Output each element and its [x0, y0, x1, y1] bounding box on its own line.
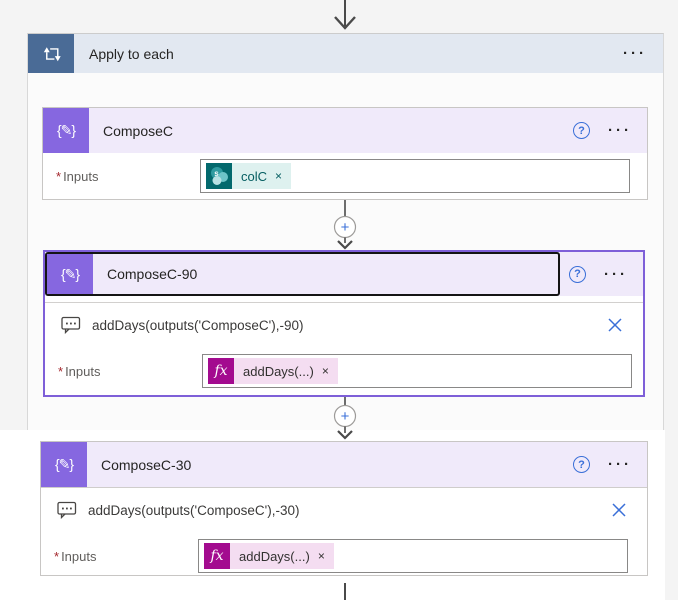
insert-step-connector: +: [333, 397, 357, 440]
required-asterisk: *: [54, 548, 60, 564]
compose-icon: {✎}: [41, 442, 87, 487]
action-header[interactable]: {✎} ComposeC-30 ? ···: [41, 442, 647, 488]
dynamic-content-token[interactable]: s colC ×: [206, 163, 292, 189]
inputs-field[interactable]: fx addDays(...) ×: [202, 354, 632, 388]
compose-icon: {✎}: [43, 108, 89, 153]
token-remove-icon[interactable]: ×: [275, 169, 283, 183]
expression-tooltip-row: addDays(outputs('ComposeC'),-30): [41, 488, 647, 532]
token-label: colC: [241, 168, 268, 184]
action-title: ComposeC: [103, 122, 174, 139]
expression-token[interactable]: fx addDays(...) ×: [204, 543, 334, 569]
clear-expression-button[interactable]: [605, 315, 625, 335]
action-title-editbox[interactable]: {✎} ComposeC-90: [45, 252, 560, 296]
token-label: addDays(...): [239, 548, 310, 564]
inputs-field[interactable]: s colC ×: [200, 159, 630, 193]
required-asterisk: *: [58, 363, 64, 379]
insert-step-connector: +: [333, 200, 357, 250]
token-label: addDays(...): [243, 363, 314, 379]
apply-to-each-menu-button[interactable]: ···: [623, 45, 647, 62]
inputs-label: *Inputs: [56, 168, 99, 184]
action-header[interactable]: {✎} ComposeC ? ···: [43, 108, 647, 153]
svg-text:s: s: [214, 169, 219, 178]
token-remove-icon[interactable]: ×: [321, 364, 329, 378]
apply-to-each-icon: [28, 34, 74, 73]
fx-icon: fx: [208, 358, 234, 384]
outgoing-connector-line: [344, 583, 346, 600]
help-icon[interactable]: ?: [573, 122, 590, 139]
action-title: ComposeC-30: [101, 456, 192, 473]
comment-icon: [61, 316, 81, 334]
comment-icon: [57, 501, 77, 519]
help-icon[interactable]: ?: [573, 456, 590, 473]
apply-to-each-title: Apply to each: [89, 45, 174, 62]
menu-button[interactable]: ···: [608, 456, 632, 473]
action-header[interactable]: {✎} ComposeC-90 ? ···: [45, 252, 643, 303]
apply-to-each-header[interactable]: Apply to each ···: [28, 34, 663, 73]
action-card-composec-90: {✎} ComposeC-90 ? ··· addDays(outputs('C…: [43, 250, 645, 397]
action-card-composec: {✎} ComposeC ? ··· *Inputs s: [42, 107, 648, 200]
incoming-connector-arrow: [334, 0, 356, 30]
inputs-label: *Inputs: [58, 363, 101, 379]
token-remove-icon[interactable]: ×: [317, 549, 325, 563]
action-card-composec-30: {✎} ComposeC-30 ? ··· addDays(outputs('C…: [40, 441, 648, 576]
compose-icon: {✎}: [47, 254, 93, 294]
expression-tooltip-row: addDays(outputs('ComposeC'),-90): [45, 303, 643, 347]
required-asterisk: *: [56, 168, 62, 184]
plus-icon[interactable]: +: [341, 408, 350, 425]
menu-button[interactable]: ···: [604, 265, 628, 283]
inputs-field[interactable]: fx addDays(...) ×: [198, 539, 628, 573]
clear-expression-button[interactable]: [609, 500, 629, 520]
menu-button[interactable]: ···: [608, 122, 632, 139]
expression-token[interactable]: fx addDays(...) ×: [208, 358, 338, 384]
inputs-label: *Inputs: [54, 548, 97, 564]
expression-text: addDays(outputs('ComposeC'),-90): [92, 317, 304, 333]
plus-icon[interactable]: +: [341, 219, 350, 236]
action-title[interactable]: ComposeC-90: [107, 266, 198, 282]
fx-icon: fx: [204, 543, 230, 569]
help-icon[interactable]: ?: [569, 265, 586, 283]
expression-text: addDays(outputs('ComposeC'),-30): [88, 502, 300, 518]
sharepoint-icon: s: [206, 163, 232, 189]
